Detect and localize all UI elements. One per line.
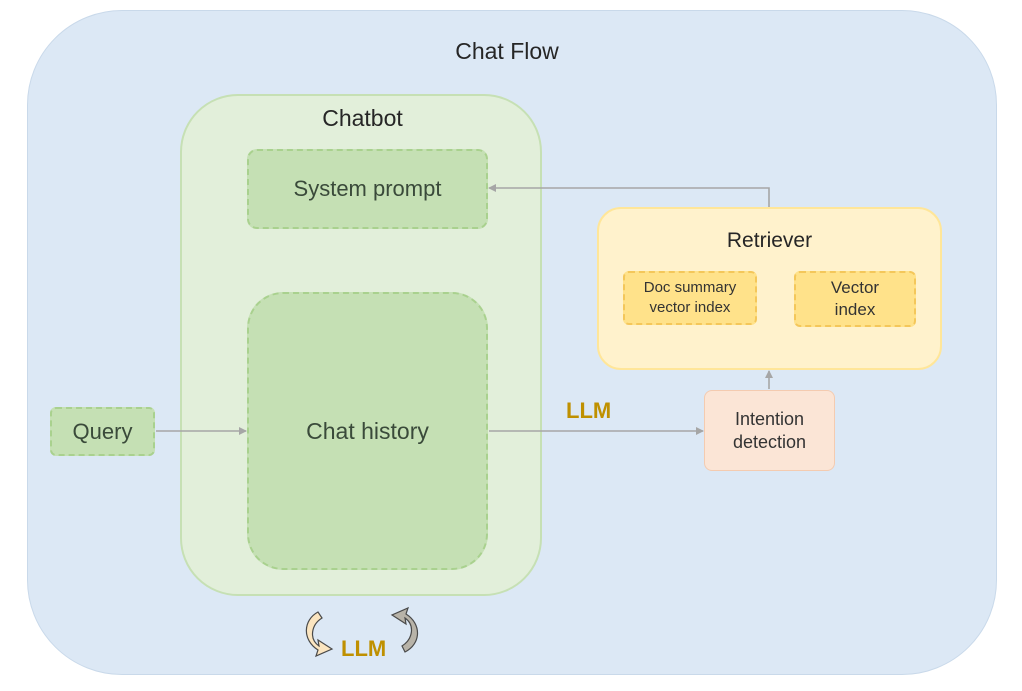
query-label: Query <box>72 418 133 444</box>
intention-line2: detection <box>732 431 807 452</box>
chat-flow-title: Chat Flow <box>455 38 559 64</box>
vector-index-line2: index <box>834 300 876 319</box>
loop-arrow-right-icon <box>390 606 419 653</box>
system-prompt-box: System prompt <box>247 149 488 229</box>
loop-arrow-left-icon <box>305 611 334 658</box>
loop-arrows-icon <box>305 606 419 658</box>
chat-history-box: Chat history <box>247 292 488 570</box>
retriever-title: Retriever <box>726 229 813 252</box>
doc-summary-index-line1: Doc summary <box>643 279 737 296</box>
llm-loop-label: LLM <box>341 636 387 661</box>
query-box: Query <box>50 407 155 456</box>
llm-edge-label: LLM <box>566 398 612 423</box>
doc-summary-index-line2: vector index <box>649 299 731 316</box>
vector-index-box: Vector index <box>794 271 916 327</box>
system-prompt-label: System prompt <box>293 176 442 201</box>
chat-history-label: Chat history <box>306 417 429 444</box>
doc-summary-index-box: Doc summary vector index <box>623 271 757 325</box>
intention-line1: Intention <box>734 408 805 429</box>
retriever-to-prompt-arrow <box>488 184 770 207</box>
vector-index-line1: Vector <box>830 278 880 297</box>
intention-detection-box: Intention detection <box>704 390 835 471</box>
chatbot-title: Chatbot <box>322 105 403 131</box>
